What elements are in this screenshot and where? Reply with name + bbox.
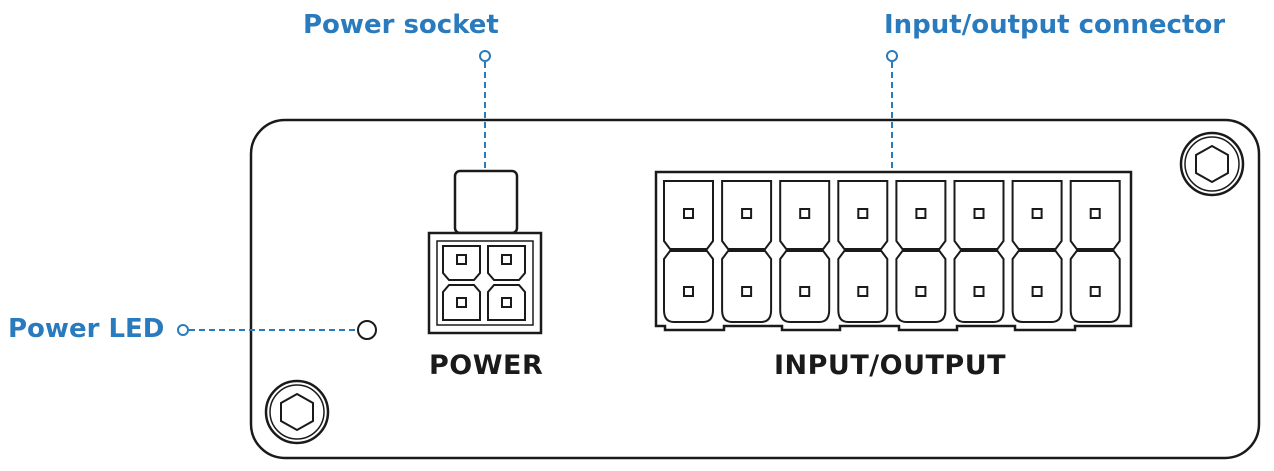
io-pin	[779, 180, 831, 323]
screw-top-right-icon	[1179, 131, 1245, 197]
io-pin	[1069, 180, 1121, 323]
screw-bottom-left-icon	[264, 379, 330, 445]
io-pin	[721, 180, 773, 323]
power-led-icon	[357, 320, 377, 340]
io-pin	[895, 180, 947, 323]
power-socket-leader-dot	[479, 50, 491, 62]
power-led-callout: Power LED	[8, 314, 165, 344]
io-connector-leader-dot	[886, 50, 898, 62]
io-connector-icon	[654, 170, 1133, 332]
io-pin	[837, 180, 889, 323]
io-pin	[663, 180, 714, 323]
device-body	[249, 118, 1261, 460]
io-pin-group	[663, 180, 1121, 323]
io-connector-callout: Input/output connector	[884, 10, 1226, 40]
io-pin	[1011, 180, 1063, 323]
io-panel-label: INPUT/OUTPUT	[774, 350, 1007, 381]
power-panel-label: POWER	[429, 350, 544, 381]
power-led-leader-dot	[177, 324, 189, 336]
io-pin	[953, 180, 1005, 323]
power-socket-callout: Power socket	[303, 10, 499, 40]
power-socket-icon	[427, 169, 543, 335]
